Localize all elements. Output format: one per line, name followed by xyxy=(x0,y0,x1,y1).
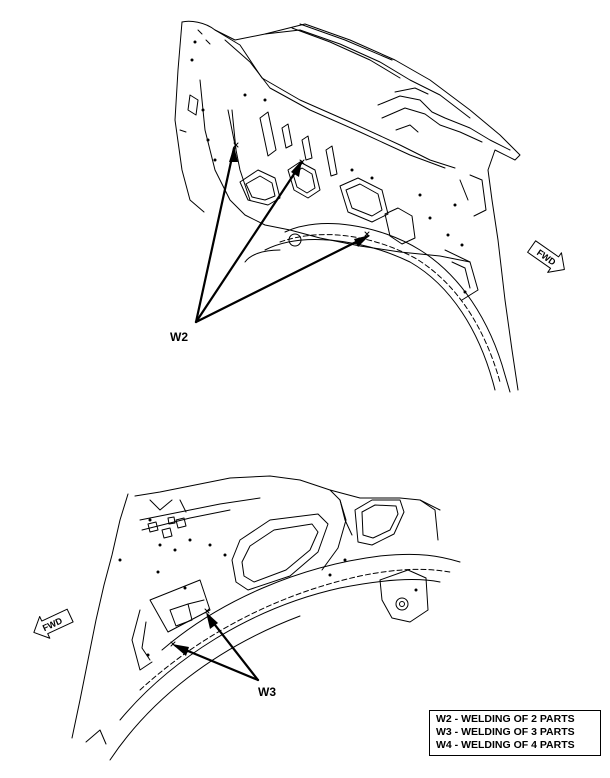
weld-legend: W2 - WELDING OF 2 PARTS W3 - WELDING OF … xyxy=(429,710,601,756)
top-opening-2 xyxy=(287,161,321,199)
top-wheelhouse xyxy=(284,223,511,393)
fwd-arrow-top: FWD xyxy=(527,240,565,273)
top-opening-1 xyxy=(239,169,281,206)
bottom-opening-2 xyxy=(354,499,405,546)
w2-leader-arrows xyxy=(194,146,370,324)
fwd-arrow-bottom: FWD xyxy=(33,608,74,639)
bottom-panel-view xyxy=(71,475,461,761)
bottom-wheelhouse xyxy=(161,553,461,651)
top-opening-4 xyxy=(384,207,416,245)
w2-callout-label: W2 xyxy=(170,330,188,344)
top-opening-3 xyxy=(339,177,389,223)
bottom-panel-outline xyxy=(71,493,129,739)
legend-row-w4: W4 - WELDING OF 4 PARTS xyxy=(436,739,575,751)
bottom-opening-1 xyxy=(231,513,329,591)
top-panel-outline xyxy=(181,20,521,391)
legend-row-w2: W2 - WELDING OF 2 PARTS xyxy=(436,713,575,725)
top-panel-view xyxy=(174,20,521,393)
w3-callout-label: W3 xyxy=(258,685,276,699)
w3-leader-arrows xyxy=(172,612,260,682)
legend-row-w3: W3 - WELDING OF 3 PARTS xyxy=(436,726,575,738)
